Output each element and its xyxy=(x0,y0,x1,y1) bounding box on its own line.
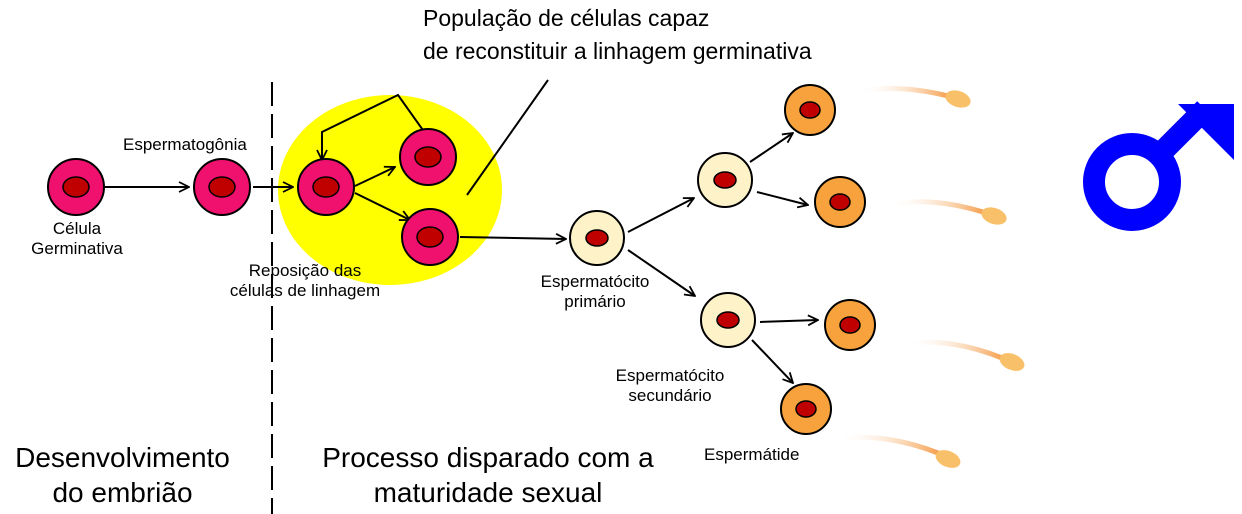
germ-cell xyxy=(47,158,105,216)
spermatid xyxy=(784,84,836,136)
sperm-icon xyxy=(903,339,1025,371)
secondary-spermatocyte xyxy=(697,152,753,208)
spermatid xyxy=(824,299,876,351)
embryo-development-label: Desenvolvimento do embrião xyxy=(15,442,230,508)
secondary-spermatocyte xyxy=(700,292,756,348)
replacement-label: Reposição das células de linhagem xyxy=(229,261,381,301)
primary-spermatocyte-label: Espermatócito primário xyxy=(540,272,650,312)
stem-cell xyxy=(297,158,355,216)
sperm-icon xyxy=(885,199,1007,225)
renewed-stem-cell xyxy=(399,128,457,186)
committed-stem-cell xyxy=(401,208,459,266)
arrows xyxy=(105,79,818,383)
spermatid xyxy=(780,383,832,435)
sperm-icon xyxy=(835,434,961,468)
male-symbol-icon xyxy=(1083,101,1234,231)
spermatid xyxy=(814,176,866,228)
spermatogonia-label: Espermatogônia xyxy=(123,135,247,154)
germ-cell-label: Célula Germinativa xyxy=(31,219,123,259)
secondary-spermatocyte-label: Espermatócito secundário xyxy=(615,366,725,406)
sperm-icon xyxy=(855,86,971,108)
population-label: População de células capaz de reconstitu… xyxy=(423,5,812,65)
spermatogonium xyxy=(193,158,251,216)
spermatid-label: Espermátide xyxy=(704,445,800,464)
primary-spermatocyte xyxy=(569,210,625,266)
sexual-maturity-label: Processo disparado com a maturidade sexu… xyxy=(322,442,654,508)
